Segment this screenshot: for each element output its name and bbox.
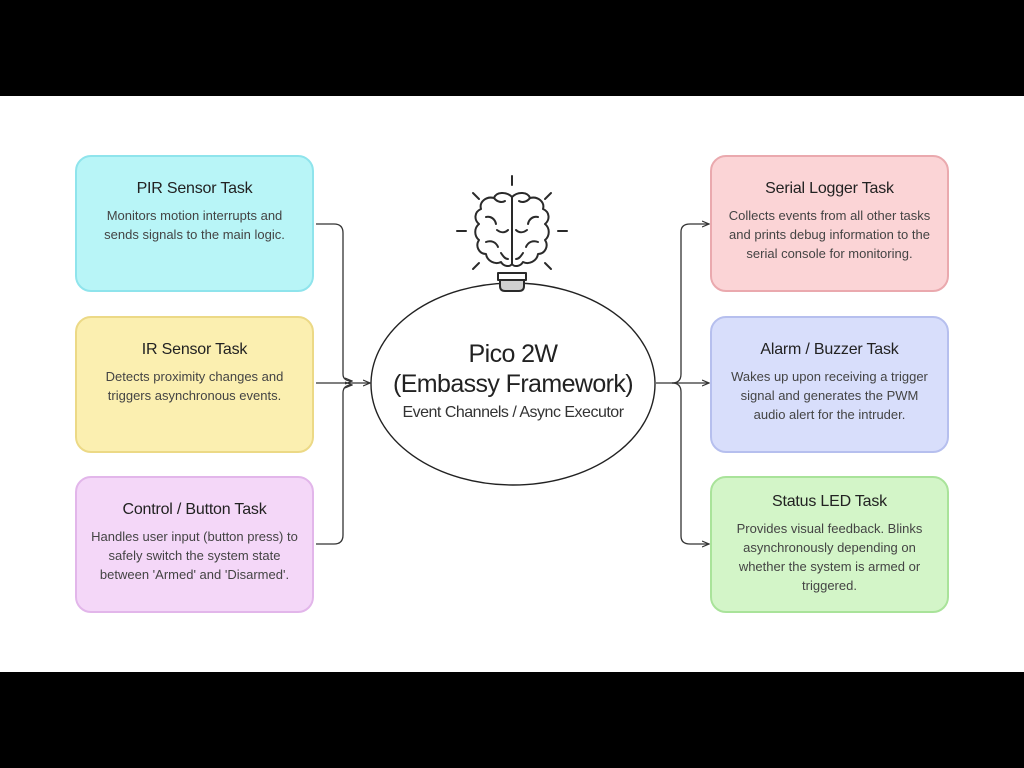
task-description: Handles user input (button press) to saf… — [91, 529, 298, 582]
hub-title-line1: Pico 2W — [468, 340, 558, 368]
link-pir-to-hub — [316, 223, 352, 381]
task-box-ir-sensor: IR Sensor Task Detects proximity changes… — [75, 316, 314, 453]
connector-lines — [316, 175, 1024, 672]
task-title: PIR Sensor Task — [136, 180, 253, 197]
task-title: Control / Button Task — [122, 501, 267, 518]
hub-title-line2: (Embassy Framework) — [392, 370, 634, 398]
task-description: Collects events from all other tasks and… — [728, 208, 931, 261]
task-box-pir-sensor: PIR Sensor Task Monitors motion interrup… — [75, 155, 314, 292]
task-description: Wakes up upon receiving a trigger signal… — [731, 369, 928, 422]
diagram-canvas: Pico 2W (Embassy Framework) Event Channe… — [0, 96, 1024, 672]
task-box-status-led: Status LED Task Provides visual feedback… — [710, 476, 949, 613]
link-hub-to-logger — [656, 224, 709, 384]
task-description: Monitors motion interrupts and sends sig… — [104, 208, 285, 242]
link-hub-to-led — [671, 382, 709, 544]
brain-lightbulb-icon — [456, 175, 568, 292]
task-title: Alarm / Buzzer Task — [760, 341, 899, 358]
task-title: Status LED Task — [772, 493, 887, 510]
task-title: IR Sensor Task — [141, 341, 248, 358]
hub-title: Pico 2W (Embassy Framework) — [370, 339, 656, 399]
task-box-alarm-buzzer: Alarm / Buzzer Task Wakes up upon receiv… — [710, 316, 949, 453]
task-box-control-button: Control / Button Task Handles user input… — [75, 476, 314, 613]
task-box-serial-logger: Serial Logger Task Collects events from … — [710, 155, 949, 292]
task-title: Serial Logger Task — [765, 180, 894, 197]
hub-subtitle: Event Channels / Async Executor — [402, 404, 624, 421]
task-description: Provides visual feedback. Blinks asynchr… — [736, 521, 923, 593]
link-control-to-hub — [316, 385, 352, 545]
task-description: Detects proximity changes and triggers a… — [105, 369, 284, 403]
